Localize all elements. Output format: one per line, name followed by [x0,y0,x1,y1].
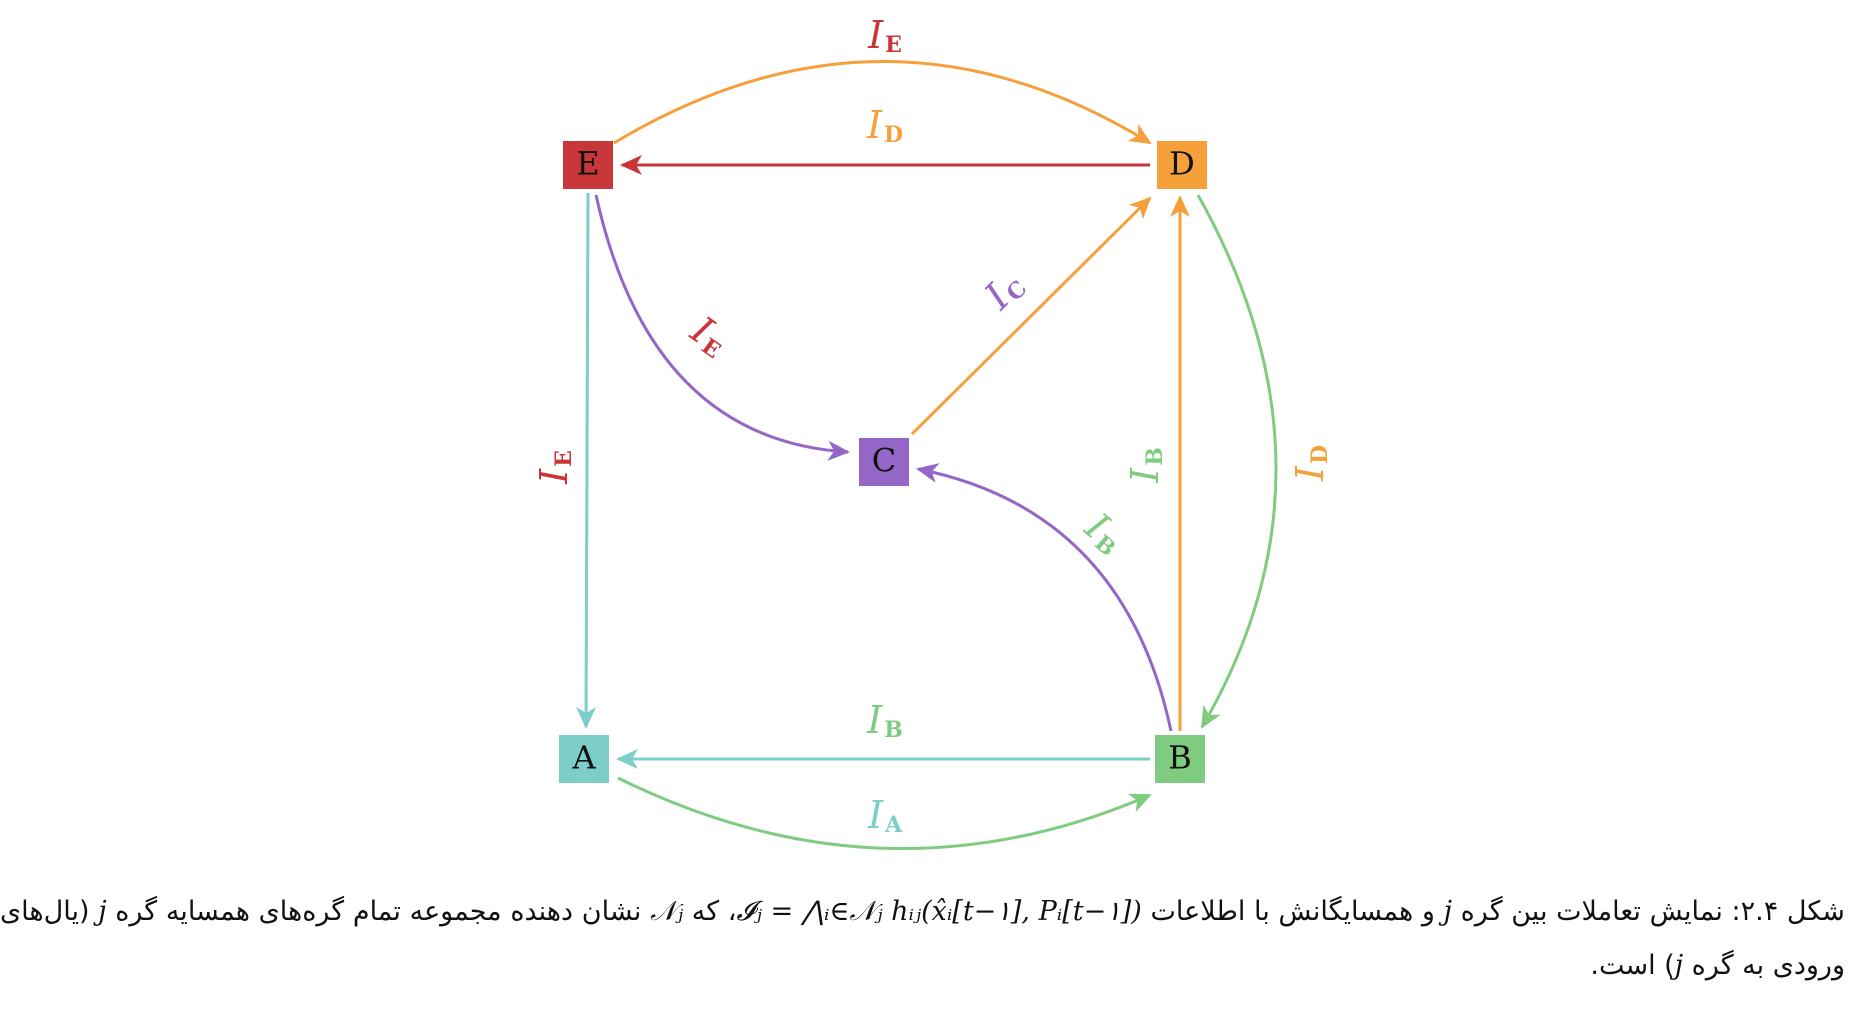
edges-layer [576,60,1278,851]
caption-nj-symbol: 𝒩ⱼ [650,896,684,927]
edge-label-subscript: A [884,812,903,838]
node-a: A [559,735,609,783]
node-label: D [1169,145,1195,183]
edge-label-subscript: E [551,450,577,467]
node-box [559,735,609,783]
figure-caption: شکل ۲.۴: نمایش تعاملات بین گره j و همسای… [0,885,1845,993]
edge-label-main: I [532,468,576,485]
caption-j-symbol-3: j [1674,950,1684,981]
node-b: B [1155,735,1205,783]
node-e: E [563,141,613,189]
caption-formula: 𝓘ⱼ = ⋀ᵢ∈𝒩ⱼ hᵢⱼ(x̂ᵢ[t−۱], Pᵢ[t−۱]) [736,896,1142,927]
edge-label-d-to-e: ID [866,103,903,149]
caption-j-symbol: j [1443,896,1452,927]
caption-j-symbol-2: j [98,896,107,927]
edge-c-to-d [910,196,1152,436]
node-d: D [1157,141,1207,189]
edge-d-to-b [1196,194,1278,729]
edge-label-subscript: E [885,32,902,58]
edge-label-d-to-b: ID [1288,445,1334,482]
caption-line2: مجموعه تمام گره‌های همسایه گره [115,896,502,927]
edge-e-to-a [576,192,597,729]
caption-middle: و همسایگانش با اطلاعات [1150,896,1435,927]
node-label: E [576,145,599,183]
node-label: A [571,739,596,777]
node-box [563,141,613,189]
caption-prefix: شکل ۲.۴: نمایش تعاملات بین گره [1460,896,1845,927]
edge-label-main: I [866,103,883,147]
node-label: B [1168,739,1192,777]
edge-label-b-to-a: IB [866,698,903,744]
edge-e-to-d [613,60,1152,145]
edge-label-subscript: B [884,717,903,743]
edge-label-c-to-d: IC [975,262,1032,319]
node-box [1155,735,1205,783]
edge-label-e-to-c: IE [682,307,737,364]
edge-label-main: I [867,793,884,837]
node-box [859,438,909,486]
edge-label-main: I [1123,467,1167,484]
caption-line1-end: نشان دهنده [510,896,642,927]
edge-label-main: I [867,13,884,57]
edge-b-to-c [916,463,1173,732]
caption-line2-mid: (یال‌های ورودی به گره [0,896,1845,981]
edge-label-e-to-a: IE [532,450,578,485]
edge-label-main: I [1288,465,1332,482]
edge-label-subscript: B [1142,447,1168,466]
edge-e-to-c [594,194,850,461]
edge-label-e-to-d: IE [867,13,902,59]
node-label: C [872,442,896,480]
node-c: C [859,438,909,486]
edge-label-main: I [866,698,883,742]
edge-label-subscript: D [884,122,903,148]
edge-label-subscript: D [1307,445,1333,464]
node-box [1157,141,1207,189]
caption-line2-end: ) است. [1590,950,1675,981]
edge-label-a-to-b: IA [867,793,903,839]
edge-a-to-b [617,776,1152,851]
edge-label-b-to-d: IB [1123,447,1169,484]
nodes-layer: E D C A B [559,141,1207,783]
caption-after-formula: ، که [691,896,737,927]
